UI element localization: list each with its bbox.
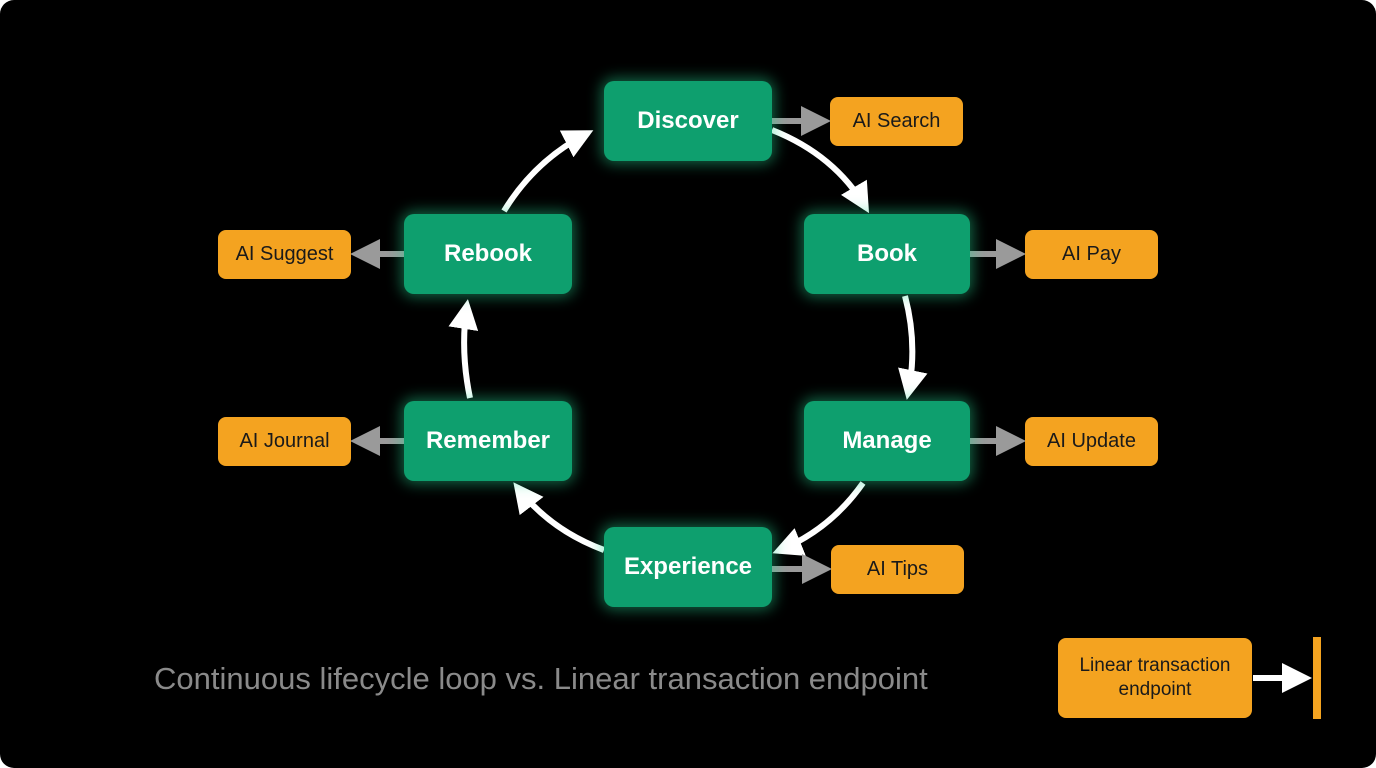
stage-discover: Discover <box>604 81 772 161</box>
loop-arrow-book-to-manage <box>898 295 928 400</box>
ai-suggest-box: AI Suggest <box>218 230 351 279</box>
ai-journal-box: AI Journal <box>218 417 351 466</box>
loop-arrow-discover-to-book <box>770 127 870 214</box>
loop-arrow-experience-to-remember <box>513 482 606 553</box>
loop-arrow-manage-to-experience <box>772 481 866 556</box>
diagram-caption: Continuous lifecycle loop vs. Linear tra… <box>154 661 928 696</box>
ai-pay-box: AI Pay <box>1025 230 1158 279</box>
loop-arrow-rebook-to-discover <box>501 130 594 213</box>
ai-search-box: AI Search <box>830 97 963 146</box>
linear-endpoint-box: Linear transaction endpoint <box>1058 638 1252 718</box>
stage-remember: Remember <box>404 401 572 481</box>
ai-tips-box: AI Tips <box>831 545 964 594</box>
loop-arrow-remember-to-rebook <box>448 299 479 399</box>
stage-book: Book <box>804 214 970 294</box>
linear-endpoint-terminal-bar <box>1313 637 1321 719</box>
stage-rebook: Rebook <box>404 214 572 294</box>
stage-experience: Experience <box>604 527 772 607</box>
stage-manage: Manage <box>804 401 970 481</box>
ai-update-box: AI Update <box>1025 417 1158 466</box>
